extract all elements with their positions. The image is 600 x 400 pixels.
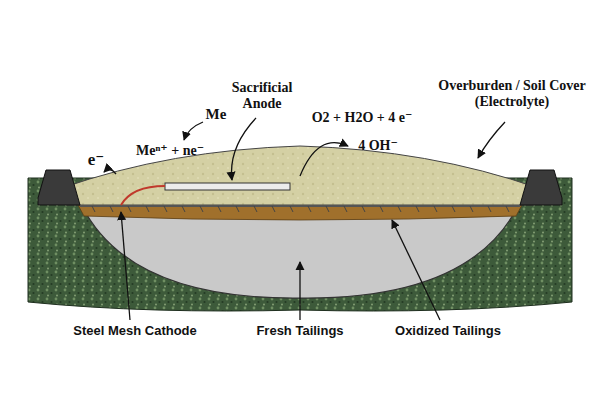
leader-line bbox=[232, 118, 257, 180]
label: e⁻ bbox=[88, 150, 105, 170]
mesh-tick bbox=[236, 206, 239, 212]
mesh-tick bbox=[218, 206, 221, 212]
leader-line bbox=[299, 262, 300, 320]
mesh-tick bbox=[326, 206, 329, 212]
reduction-arrow bbox=[300, 143, 348, 176]
mesh-tick bbox=[110, 206, 113, 212]
mesh-tick bbox=[416, 206, 419, 212]
berm-left bbox=[38, 170, 80, 205]
label: Oxidized Tailings bbox=[395, 324, 501, 339]
mesh-tick bbox=[488, 206, 491, 212]
mesh-tick bbox=[92, 206, 95, 212]
leader-line bbox=[392, 220, 440, 320]
berm-right bbox=[520, 170, 562, 205]
electron-arrow bbox=[104, 169, 116, 174]
mesh-tick bbox=[290, 206, 293, 212]
mesh-ticks bbox=[92, 206, 509, 212]
oxidized-tailings bbox=[78, 205, 522, 220]
label: Overburden / Soil Cover (Electrolyte) bbox=[432, 78, 592, 110]
mesh-tick bbox=[272, 206, 275, 212]
label: Me bbox=[206, 106, 227, 123]
oxidation-arrow bbox=[184, 122, 203, 140]
label: O2 + H2O + 4 e⁻ bbox=[312, 110, 413, 126]
mesh-tick bbox=[182, 206, 185, 212]
mesh-tick bbox=[146, 206, 149, 212]
mesh-tick bbox=[200, 206, 203, 212]
mesh-tick bbox=[398, 206, 401, 212]
mesh-tick bbox=[308, 206, 311, 212]
mesh-tick bbox=[434, 206, 437, 212]
mesh-tick bbox=[362, 206, 365, 212]
anode-rod bbox=[165, 183, 290, 190]
mesh-tick bbox=[380, 206, 383, 212]
mesh-tick bbox=[164, 206, 167, 212]
mesh-tick bbox=[344, 206, 347, 212]
label: Meⁿ⁺ + ne⁻ bbox=[136, 143, 204, 159]
mesh-tick bbox=[506, 206, 509, 212]
leader-line bbox=[478, 122, 505, 158]
label: Steel Mesh Cathode bbox=[73, 324, 197, 339]
leader-line bbox=[121, 212, 130, 320]
mesh-tick bbox=[452, 206, 455, 212]
mesh-tick bbox=[128, 206, 131, 212]
mesh-tick bbox=[470, 206, 473, 212]
label: 4 OH⁻ bbox=[358, 138, 398, 154]
label: Fresh Tailings bbox=[256, 324, 343, 339]
wire bbox=[121, 186, 165, 205]
label: Sacrificial Anode bbox=[220, 80, 304, 112]
mesh-tick bbox=[254, 206, 257, 212]
